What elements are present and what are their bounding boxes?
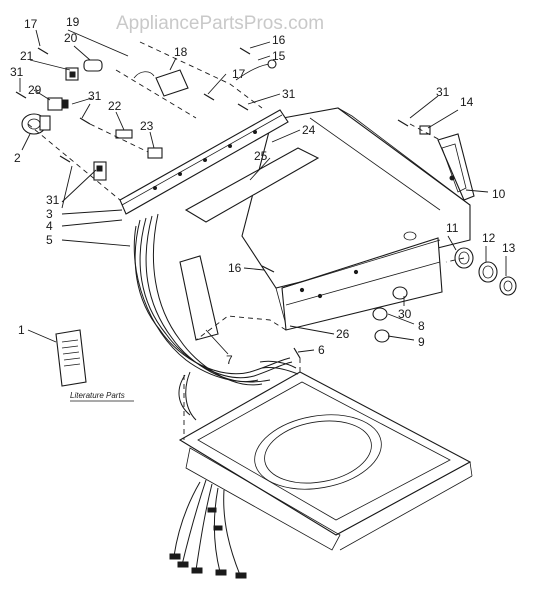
switch-part [47,97,69,111]
leader-lines [19,29,507,355]
cover-plate [179,255,219,341]
bracket-part [133,69,189,97]
callout-16: 16 [272,33,286,47]
mounting-block-part [93,161,107,181]
clip-part [115,129,133,139]
watermark-text: AppliancePartsPros.com [116,13,324,34]
knob-13 [499,276,517,296]
callout-11: 11 [446,221,459,235]
screws [15,47,409,359]
callout-31: 31 [46,193,60,207]
callout-12: 12 [482,231,496,245]
callout-19: 19 [66,15,80,29]
callout-29: 29 [28,83,42,97]
literature-booklet [55,329,87,387]
capacitor-part [83,59,103,72]
callout-31: 31 [436,85,450,99]
knob-12 [478,261,498,283]
callout-2: 2 [14,151,21,165]
power-cord-part [235,59,277,81]
callout-18: 18 [174,45,188,59]
switch-block-part [65,67,79,81]
callout-15: 15 [272,49,286,63]
console-front-panel [281,231,443,331]
wire-harness [133,213,299,579]
callout-6: 6 [318,343,325,357]
callout-9: 9 [418,335,425,349]
button-30 [392,286,408,300]
washer-top-frame [178,371,473,551]
assembly-lines [27,41,465,440]
callout-25: 25 [254,149,268,163]
callout-17: 17 [232,67,246,81]
callout-26: 26 [336,327,350,341]
callout-20: 20 [64,31,78,45]
callout-31: 31 [10,65,24,79]
callout-3: 3 [46,207,53,221]
callout-24: 24 [302,123,316,137]
callout-8: 8 [418,319,425,333]
rear-control-bracket [119,109,289,215]
callout-1: 1 [18,323,25,337]
callout-4: 4 [46,219,53,233]
callout-5: 5 [46,233,53,247]
callout-numbers: 17 19 20 21 31 29 31 2 22 23 18 17 16 15… [10,15,516,367]
callout-13: 13 [502,241,516,255]
callout-22: 22 [108,99,122,113]
callout-30: 30 [398,307,412,321]
callout-23: 23 [140,119,154,133]
callout-31: 31 [88,89,102,103]
literature-caption: Literature Parts [70,391,125,400]
callout-31: 31 [282,87,296,101]
callout-14: 14 [460,95,474,109]
button-8 [372,307,388,321]
callout-10: 10 [492,187,506,201]
button-9 [374,329,390,343]
callout-16: 16 [228,261,242,275]
callout-7: 7 [226,353,233,367]
connector-part [147,147,163,159]
timer-part [21,113,51,135]
callout-21: 21 [20,49,34,63]
console-end-cap [437,133,475,201]
end-bracket-part [419,125,431,135]
callout-17: 17 [24,17,38,31]
